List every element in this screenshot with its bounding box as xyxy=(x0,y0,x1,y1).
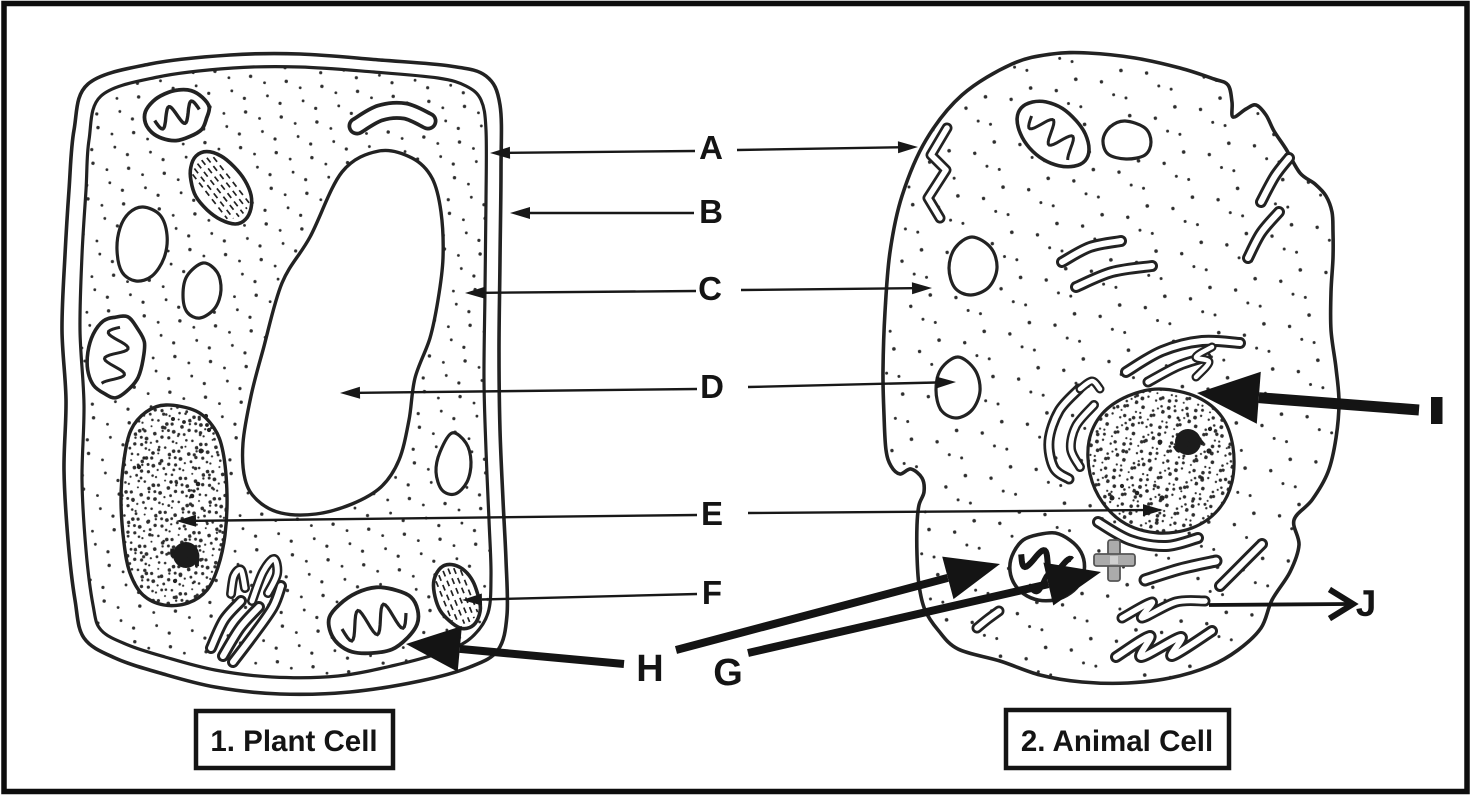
svg-text:B: B xyxy=(699,193,723,230)
svg-text:H: H xyxy=(636,648,663,690)
svg-text:G: G xyxy=(713,652,743,694)
svg-text:A: A xyxy=(699,129,723,166)
svg-text:E: E xyxy=(701,495,723,532)
svg-text:C: C xyxy=(698,270,722,307)
svg-text:J: J xyxy=(1356,583,1377,624)
svg-text:F: F xyxy=(702,574,722,611)
svg-text:1. Plant Cell: 1. Plant Cell xyxy=(210,725,377,758)
svg-text:D: D xyxy=(700,368,724,405)
svg-text:2. Animal Cell: 2. Animal Cell xyxy=(1021,725,1213,758)
